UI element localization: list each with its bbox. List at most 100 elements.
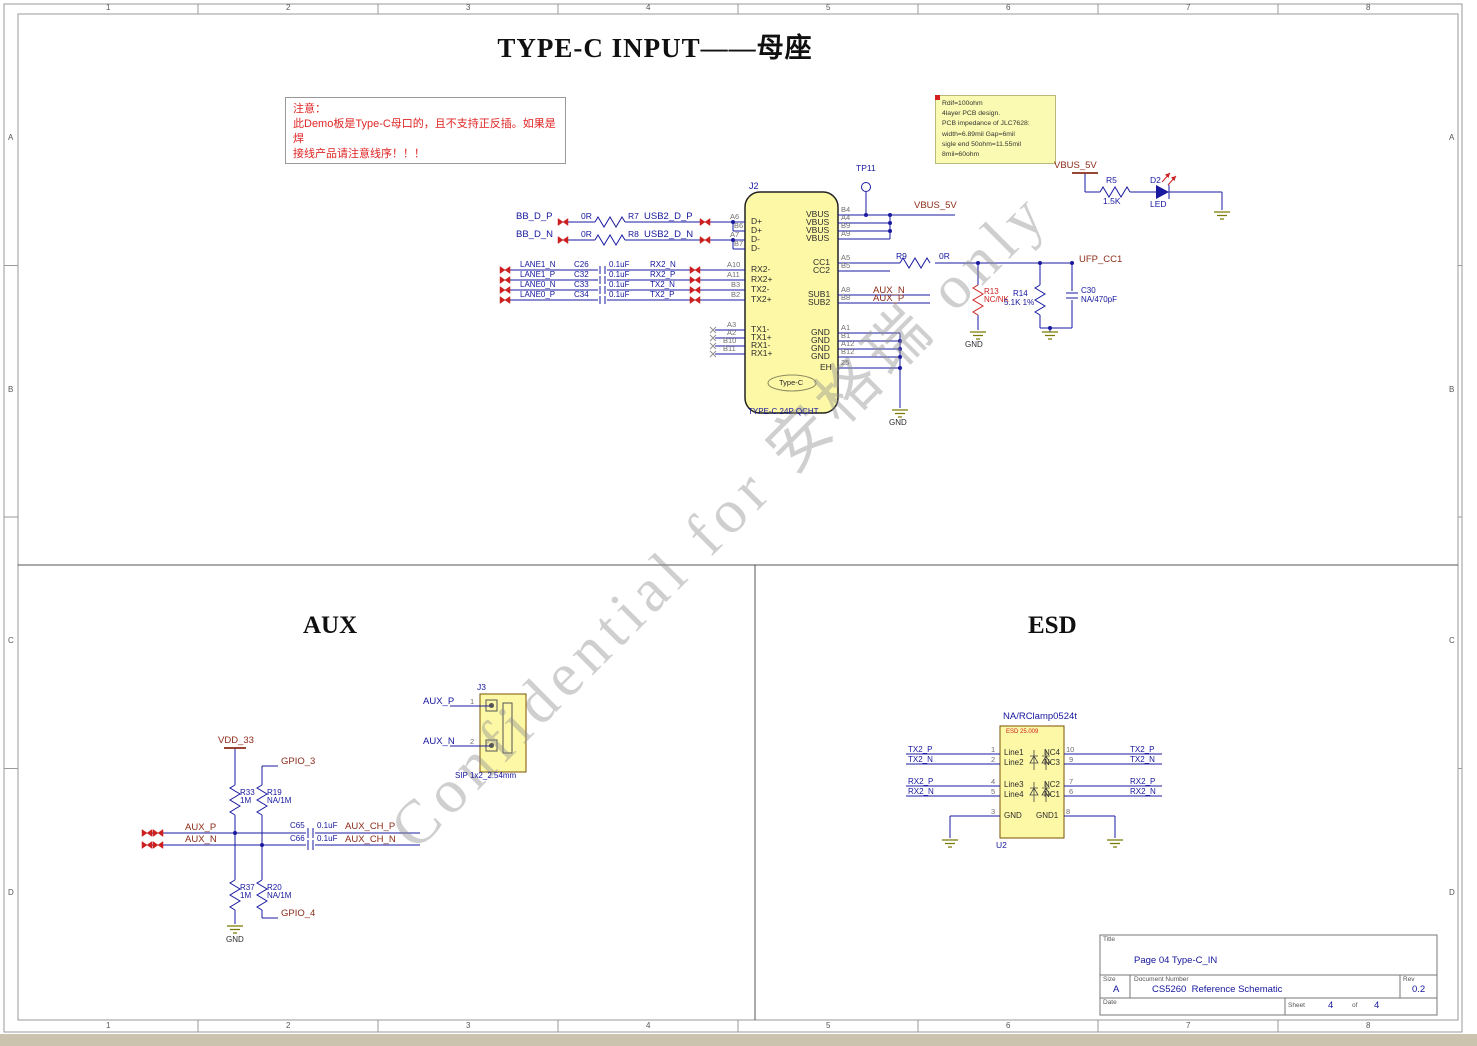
label-9: 9	[1069, 755, 1074, 764]
label-10: 10	[1066, 745, 1075, 754]
label-a11: A11	[727, 270, 740, 279]
note-pin-icon	[935, 95, 940, 100]
label-c33: C33	[574, 280, 589, 289]
label-tx2+: TX2+	[751, 294, 772, 304]
label-j3: J3	[477, 682, 486, 692]
label-aux-p: AUX_P	[873, 293, 905, 304]
label-0-1uf: 0.1uF	[609, 290, 630, 299]
label-c32: C32	[574, 270, 589, 279]
sheet-label: Sheet	[1288, 1002, 1305, 1009]
label-a8: A8	[841, 285, 851, 294]
label-0-1uf: 0.1uF	[609, 280, 630, 289]
ruler-col-bottom: 8	[1366, 1021, 1371, 1030]
j3-pad1-icon	[489, 703, 494, 708]
pcb-note-line: sigle end 50ohm=11.55mil	[942, 140, 1022, 148]
label-gnd: GND	[811, 335, 830, 345]
label-rx2+: RX2+	[751, 274, 773, 284]
label-nc1: NC1	[1044, 790, 1061, 799]
label-gnd: GND	[811, 343, 830, 353]
ruler-col-top: 1	[106, 3, 111, 12]
label-cc2: CC2	[813, 265, 831, 275]
label-d+: D+	[751, 225, 763, 235]
desk-edge	[0, 1034, 1477, 1046]
label-sip-1x2-2-54mm: SIP 1x2_2.54mm	[455, 771, 517, 780]
label-0r: 0R	[581, 229, 592, 239]
label-vbus-5v: VBUS_5V	[1054, 160, 1097, 171]
label-lane0-p: LANE0_P	[520, 290, 556, 299]
ruler-row-right: B	[1449, 384, 1455, 394]
label-gnd1: GND1	[1036, 811, 1059, 820]
sheet-total: 4	[1374, 1000, 1380, 1011]
label-b5: B5	[841, 261, 851, 270]
label-1-5k: 1.5K	[1103, 196, 1121, 206]
ruler-col-bottom: 3	[466, 1021, 471, 1030]
label-sub1: SUB1	[808, 289, 831, 299]
ruler-col-top: 5	[826, 3, 831, 12]
label-r14: R14	[1013, 289, 1028, 298]
label-a5: A5	[841, 253, 851, 262]
label-rx1+: RX1+	[751, 348, 773, 358]
label-line2: Line2	[1004, 758, 1024, 767]
label-rx2-n: RX2_N	[650, 260, 676, 269]
label-tx2-n: TX2_N	[650, 280, 675, 289]
label-8: 8	[1066, 807, 1071, 816]
red-symbols	[141, 172, 1177, 849]
label-bb-d-p: BB_D_P	[516, 211, 553, 222]
label-r9: R9	[896, 251, 907, 261]
label-line1: Line1	[1004, 748, 1024, 757]
label-b8: B8	[841, 293, 851, 302]
testpoint-tp11-icon	[861, 182, 871, 192]
label-b6: B6	[734, 221, 744, 230]
label-c26: C26	[574, 260, 589, 269]
label-line4: Line4	[1004, 790, 1024, 799]
ruler-row-left: D	[8, 887, 14, 897]
label-aux-n: AUX_N	[423, 736, 455, 747]
label-r20: R20	[267, 883, 282, 892]
date-label: Date	[1103, 999, 1117, 1006]
label-gnd: GND	[889, 418, 907, 427]
label-r37: R37	[240, 883, 255, 892]
label-4: 4	[991, 777, 996, 786]
label-5: 5	[991, 787, 996, 796]
label-b2: B2	[731, 290, 741, 299]
led-arrowheads-icon	[1165, 173, 1176, 181]
label-led: LED	[1150, 199, 1167, 209]
label-b7: B7	[734, 239, 744, 248]
label-gnd: GND	[811, 327, 830, 337]
wires	[142, 173, 1223, 924]
label-rx2-n: RX2_N	[908, 787, 934, 796]
j3-pad2-icon	[489, 743, 494, 748]
ruler-row-left: B	[8, 384, 14, 394]
document-number-label: Document Number	[1134, 976, 1189, 983]
label-r13: R13	[984, 287, 999, 296]
title-block-lines	[1099, 934, 1438, 1016]
label-vbus: VBUS	[806, 217, 830, 227]
label-bb-d-n: BB_D_N	[516, 229, 553, 240]
pcb-note-line: Rdif=100ohm	[942, 100, 983, 107]
rev-label: Rev	[1403, 976, 1415, 983]
ruler-row-right: D	[1449, 887, 1455, 897]
label-tx2-p: TX2_P	[1130, 745, 1155, 754]
label-b9: B9	[841, 221, 851, 230]
label-1: 1	[470, 697, 475, 706]
label-aux-ch-p: AUX_CH_P	[345, 821, 396, 832]
sheet-title: Page 04 Type-C_IN	[1134, 955, 1218, 966]
ruler-col-top: 7	[1186, 3, 1191, 12]
sheet-of-label: of	[1352, 1002, 1358, 1009]
label-tp11: TP11	[856, 163, 876, 173]
pcb-note-line: 8mil=60ohm	[942, 150, 980, 158]
typec-oval-icon	[767, 374, 817, 392]
label-esd-25-009: ESD 25.009	[1006, 729, 1039, 735]
label-b1: B1	[841, 331, 851, 340]
label-u2: U2	[996, 840, 1007, 850]
pcb-note-line: width=6.89mil Gap=6mil	[942, 130, 1015, 138]
label-0r: 0R	[581, 211, 592, 221]
label-0-1uf: 0.1uF	[317, 834, 338, 843]
label-na-1m: NA/1M	[267, 891, 292, 900]
label-a6: A6	[730, 212, 740, 221]
ruler-row-left: A	[8, 133, 14, 142]
title-block-title-label: Title	[1103, 936, 1116, 943]
label-type-c-24p-qcht: TYPE-C 24P QCHT	[748, 407, 819, 416]
